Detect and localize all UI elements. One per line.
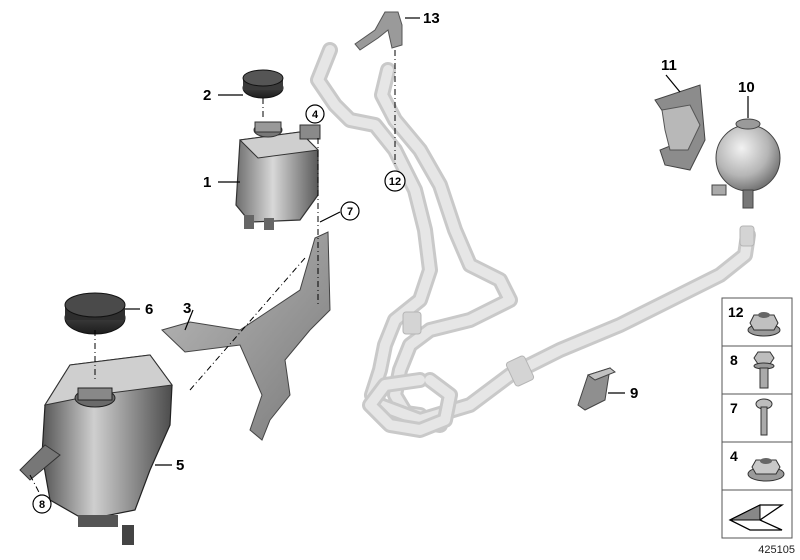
legend-label-12: 12 [728,304,744,320]
part-cap-2 [242,69,284,99]
callout-9: 9 [630,385,638,402]
callout-4: 4 [312,109,319,121]
part-clip-9 [577,367,616,411]
part-expansion-tank-5 [19,354,173,545]
callout-12-circle [384,170,406,192]
callout-7-circle [340,201,360,221]
nut-12-icon [747,312,781,337]
legend-label-4: 4 [730,448,738,464]
part-holder-11 [654,84,706,171]
fastener-legend: 12 8 7 4 [721,297,793,539]
callout-10: 10 [738,79,755,96]
callout-11: 11 [661,57,677,74]
callout-12: 12 [389,176,401,188]
assembly-lines [29,50,396,499]
screw-7-icon [755,398,773,436]
document-id: 425105 [758,544,795,556]
bolt-8-icon [753,351,775,389]
arrow-symbol-icon [728,504,785,531]
callout-5: 5 [176,457,184,474]
part-bracket-3 [161,231,331,441]
callout-6: 6 [145,301,153,318]
callout-8-circle [32,494,52,514]
callout-7: 7 [347,206,353,218]
callout-13: 13 [423,10,440,27]
callout-3: 3 [183,300,191,317]
part-cap-6 [64,292,126,335]
callout-2: 2 [203,87,211,104]
coolant-hoses [310,42,756,438]
callout-1: 1 [203,174,211,191]
part-expansion-tank-1 [235,121,321,230]
leader-lines [125,17,749,466]
legend-label-8: 8 [730,352,738,368]
callout-4-circle [305,104,325,124]
nut-4-icon [747,458,785,482]
callout-8: 8 [39,499,45,511]
legend-label-7: 7 [730,400,738,416]
part-bracket-13 [354,11,403,51]
part-expansion-ball-10 [711,118,781,209]
callout-labels: 2 1 3 6 5 9 11 10 13 4 7 12 8 [32,10,755,514]
